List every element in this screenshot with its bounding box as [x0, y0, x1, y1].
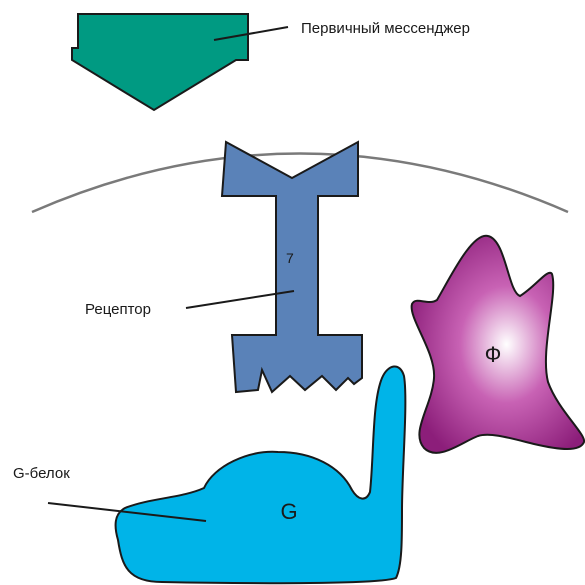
g-protein-label: G-белок	[13, 465, 70, 482]
receptor-label: Рецептор	[85, 301, 151, 318]
g-protein-symbol: G	[280, 499, 297, 524]
first-messenger-shape	[72, 14, 248, 110]
receptor-number: 7	[286, 250, 294, 266]
g-protein-shape	[116, 366, 406, 583]
receptor-shape	[222, 142, 362, 392]
first-messenger-label: Первичный мессенджер	[301, 20, 470, 37]
effector-symbol: Ф	[485, 342, 502, 367]
